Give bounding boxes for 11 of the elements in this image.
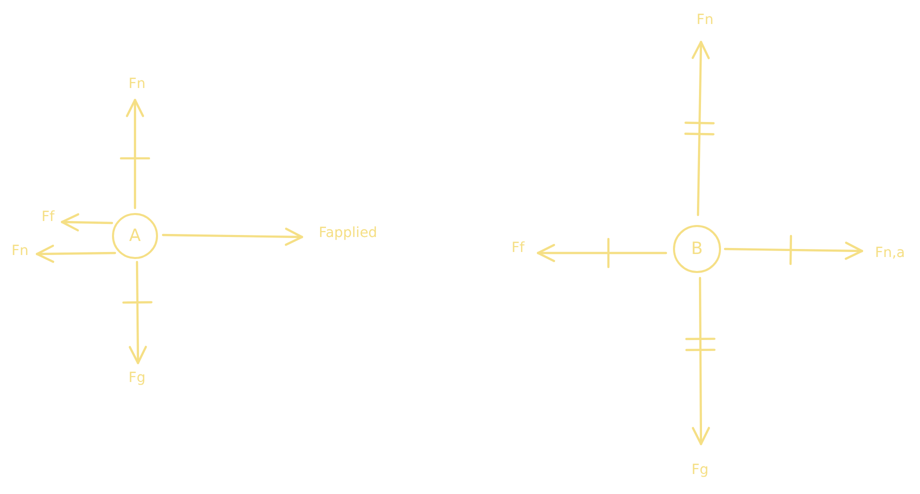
force-label: Ff	[512, 240, 524, 256]
force-label: Ff	[42, 209, 54, 225]
force-label: Fg	[128, 370, 146, 386]
force-label: Fg	[692, 462, 708, 478]
circle-node: B	[673, 225, 721, 273]
force-label: Fn	[128, 76, 146, 92]
force-label: Fapplied	[318, 225, 378, 241]
force-label: Fn	[12, 243, 28, 259]
force-label: Fn	[696, 12, 714, 28]
circle-node: A	[112, 213, 158, 259]
force-label: Fn,a	[875, 245, 905, 261]
